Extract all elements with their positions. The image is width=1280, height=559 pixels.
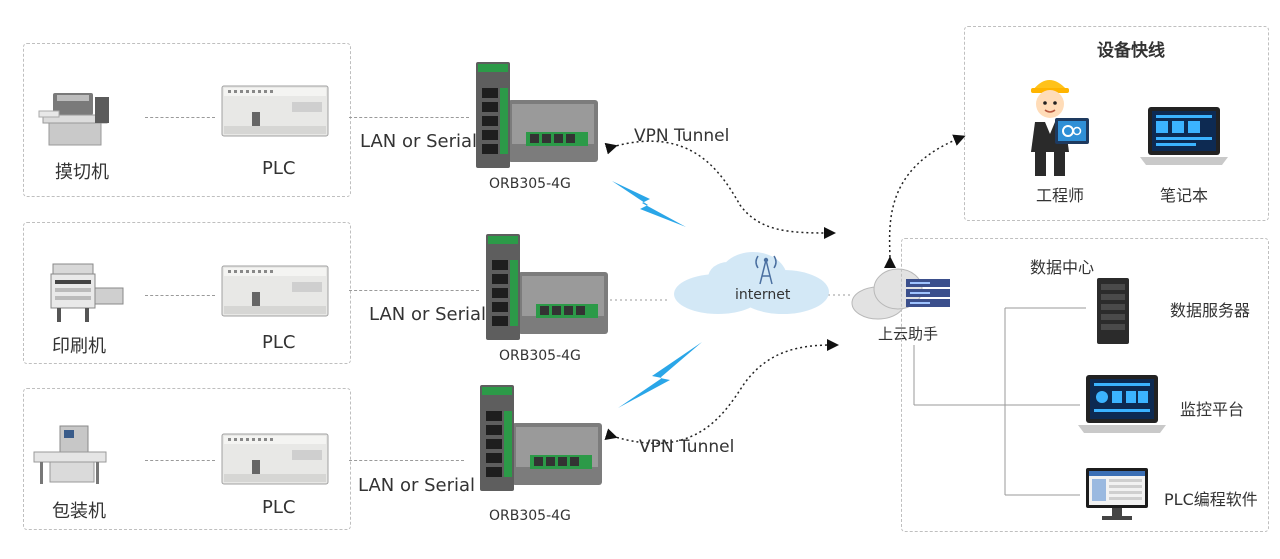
vpn-tunnel-label-top: VPN Tunnel <box>634 126 730 146</box>
router-icon <box>472 60 602 176</box>
plc-device-icon <box>221 430 330 492</box>
link-label-3: LAN or Serial <box>358 475 476 496</box>
datacenter-item-label-1: 数据服务器 <box>1170 301 1251 320</box>
monitoring-laptop-icon <box>1078 373 1166 439</box>
cloud-server-icon <box>848 265 953 327</box>
machine-label-2: 印刷机 <box>52 336 106 357</box>
plc-label-3: PLC <box>262 497 296 518</box>
row-box-2 <box>23 222 351 364</box>
printing-machine-icon <box>45 258 130 332</box>
engineer-label: 工程师 <box>1036 186 1085 205</box>
router-icon <box>482 232 612 348</box>
datacenter-item-label-2: 监控平台 <box>1180 400 1245 419</box>
machine-label-1: 摸切机 <box>55 162 109 183</box>
vpn-tunnel-label-bottom: VPN Tunnel <box>639 437 735 457</box>
datacenter-panel-box <box>901 238 1269 532</box>
laptop-icon <box>1140 105 1228 171</box>
plc-label-1: PLC <box>262 158 296 179</box>
monitor-icon <box>1084 466 1150 526</box>
remote-panel-title: 设备快线 <box>1097 41 1165 61</box>
server-icon <box>1095 276 1131 350</box>
packaging-machine-icon <box>30 422 110 496</box>
internet-label: internet <box>735 287 791 303</box>
plc-device-icon <box>221 82 330 144</box>
row-box-1 <box>23 43 351 197</box>
die-cutting-machine-icon <box>35 85 115 154</box>
laptop-label: 笔记本 <box>1160 186 1209 205</box>
datacenter-item-label-3: PLC编程软件 <box>1164 490 1258 509</box>
router-label-3: ORB305-4G <box>489 508 571 524</box>
plc-label-2: PLC <box>262 332 296 353</box>
cloud-helper-label: 上云助手 <box>878 325 939 343</box>
machine-label-3: 包装机 <box>52 501 106 522</box>
machine-plc-link-3 <box>145 460 215 461</box>
plc-device-icon <box>221 262 330 324</box>
box-router-link-1 <box>349 117 469 118</box>
link-label-2: LAN or Serial <box>369 304 487 325</box>
link-label-1: LAN or Serial <box>360 131 478 152</box>
datacenter-panel-title: 数据中心 <box>1030 258 1095 277</box>
remote-panel-box <box>964 26 1269 221</box>
router-icon <box>476 383 606 499</box>
router-label-2: ORB305-4G <box>499 348 581 364</box>
box-router-link-3 <box>349 460 464 461</box>
engineer-icon <box>1025 68 1095 184</box>
machine-plc-link-2 <box>145 295 215 296</box>
router-label-1: ORB305-4G <box>489 176 571 192</box>
machine-plc-link-1 <box>145 117 215 118</box>
box-router-link-2 <box>349 290 479 291</box>
row-box-3 <box>23 388 351 530</box>
internet-cloud-icon <box>668 248 833 324</box>
